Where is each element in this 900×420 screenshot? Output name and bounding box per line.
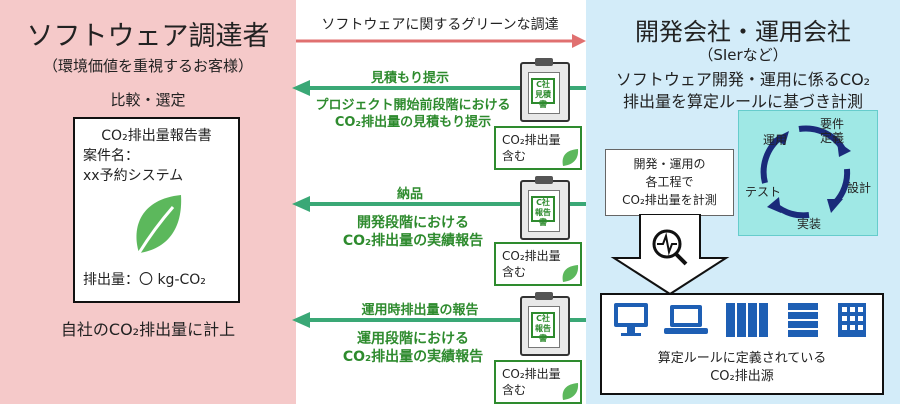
operation-head: 運用時排出量の報告 [361,303,479,318]
source-icons [614,303,866,337]
procurer-footer: 自社のCO₂排出量に計上 [60,320,236,339]
sources-label-line2: CO₂排出源 [710,369,774,384]
cycle-requirements: 要件 定義 [819,117,844,145]
estimate-box-line1: CO₂排出量 [502,133,561,147]
delivery-stamp: C社 報告書 [531,196,555,227]
datacenter-icon [838,303,866,337]
cycle-design: 設計 [847,181,872,195]
co2-report-card: CO₂排出量報告書 案件名： xx予約システム 排出量：〇 kg-CO₂ [73,117,240,303]
case-name-label: 案件名： [83,148,139,164]
operation-stamp: C社 報告書 [531,312,555,343]
estimate-line2: CO₂排出量の見積もり提示 [334,115,492,130]
operation-co2-box: CO₂排出量 含む [494,360,582,404]
emission-amount: 排出量：〇 kg-CO₂ [83,272,206,288]
storage-icon [726,303,768,337]
estimate-co2-box: CO₂排出量 含む [494,126,582,170]
operation-line1: 運用段階における [357,331,469,347]
measure-line1: 開発・運用の [633,157,706,171]
compare-select-label: 比較・選定 [110,91,186,109]
delivery-box-line1: CO₂排出量 [502,249,561,263]
vendor-sier: （SIerなど） [698,46,788,64]
delivery-co2-box: CO₂排出量 含む [494,242,582,286]
leaf-icon [562,149,579,166]
operation-box-line1: CO₂排出量 [502,367,561,381]
server-icon [788,303,818,337]
dev-cycle-diagram: 要件 定義 設計 実装 テスト 運用 [738,110,878,236]
cycle-test: テスト [745,185,782,199]
vendor-desc-line2: 排出量を算定ルールに基づき計測 [622,92,863,111]
estimate-line1: プロジェクト開始前段階における [315,98,511,113]
measure-line3: CO₂排出量を計測 [622,193,717,207]
delivery-head: 納品 [396,187,423,202]
measure-callout: 開発・運用の 各工程で CO₂排出量を計測 [605,149,734,216]
delivery-line2: CO₂排出量の実績報告 [342,233,484,249]
procurement-arrow [296,34,586,48]
sources-label-line1: 算定ルールに定義されている [657,351,827,366]
cycle-implementation: 実装 [797,217,822,231]
estimate-stamp: C社 見積書 [531,78,555,109]
procurement-label: ソフトウェアに関するグリーンな調達 [321,17,559,33]
cycle-operation: 運用 [763,133,788,147]
procurer-title: ソフトウェア調達者 [26,21,270,52]
leaf-icon [136,195,182,254]
report-title: CO₂排出量報告書 [101,128,212,144]
delivery-box-line2: 含む [502,265,527,279]
vendor-desc-line1: ソフトウェア開発・運用に係るCO₂ [615,70,871,89]
procurer-subtitle: （環境価値を重視するお客様） [42,57,253,75]
cycle-arrows-icon [760,125,851,219]
estimate-box-line2: 含む [502,149,527,163]
leaf-icon [562,265,579,282]
leaf-icon [562,383,579,400]
operation-box-line2: 含む [502,383,527,397]
operation-clipboard-icon: C社 報告書 [520,292,570,356]
vendor-title: 開発会社・運用会社 [635,18,851,46]
case-name-value: xx予約システム [83,168,184,184]
estimate-head: 見積もり提示 [370,71,449,86]
measure-line2: 各工程で [645,175,694,189]
delivery-clipboard-icon: C社 報告書 [520,176,570,240]
down-arrow-icon [610,214,730,296]
laptop-icon [664,305,708,334]
operation-line2: CO₂排出量の実績報告 [342,349,484,365]
emission-sources-box: 算定ルールに定義されている CO₂排出源 [600,293,884,395]
delivery-line1: 開発段階における [357,215,469,231]
monitor-icon [614,303,648,336]
estimate-clipboard-icon: C社 見積書 [520,58,570,122]
